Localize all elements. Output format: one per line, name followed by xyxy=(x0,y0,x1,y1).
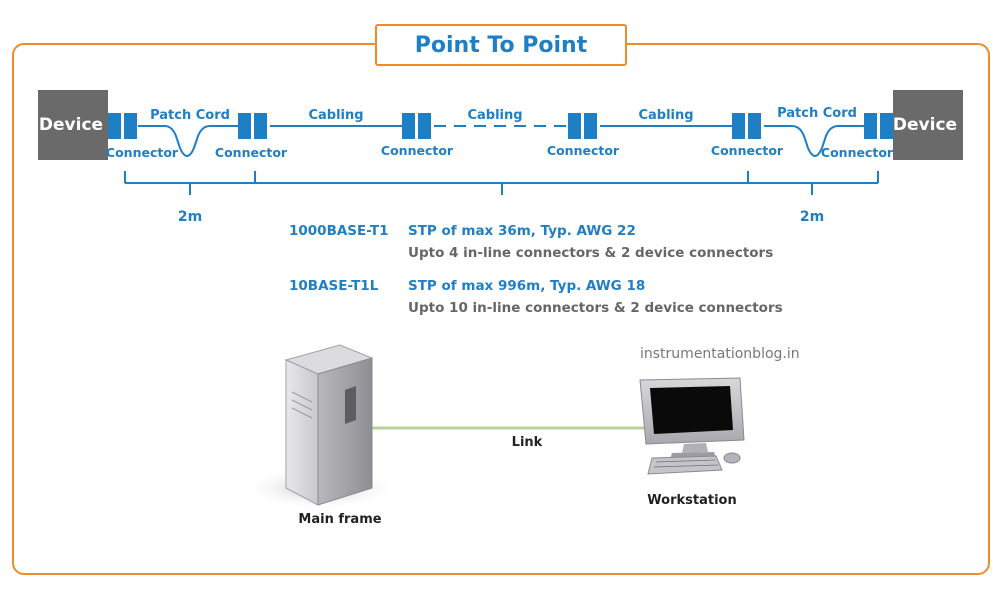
device-left xyxy=(38,90,108,160)
length-bracket xyxy=(124,171,879,195)
link-label: Link xyxy=(512,435,543,450)
cable-lines xyxy=(138,125,864,157)
connector-label-4: Connector xyxy=(547,143,620,158)
page-title: Point To Point xyxy=(375,24,627,66)
watermark: instrumentationblog.in xyxy=(640,346,800,362)
patch-cord-left-label: Patch Cord xyxy=(150,108,230,123)
cabling-label-1: Cabling xyxy=(308,108,363,123)
cabling-label-2: Cabling xyxy=(467,108,522,123)
connector-label-5: Connector xyxy=(711,143,784,158)
mainframe-icon xyxy=(242,344,398,510)
patch-cord-right-label: Patch Cord xyxy=(777,106,857,121)
spec-2-line2: Upto 10 in-line connectors & 2 device co… xyxy=(408,300,783,316)
patch-cord-right-line xyxy=(764,125,864,157)
distance-right-label: 2m xyxy=(800,209,824,225)
cabling-label-3: Cabling xyxy=(638,108,693,123)
connector-label-1: Connector xyxy=(106,145,179,160)
patch-cord-left-line xyxy=(138,125,238,157)
connector-label-3: Connector xyxy=(381,143,454,158)
workstation-label: Workstation xyxy=(647,493,736,508)
connector-label-2: Connector xyxy=(215,145,288,160)
device-right-label: Device xyxy=(893,115,957,135)
workstation-icon xyxy=(639,377,745,475)
device-right xyxy=(893,90,963,160)
spec-2-name: 10BASE-T1L xyxy=(289,278,379,294)
spec-1-line1: STP of max 36m, Typ. AWG 22 xyxy=(408,223,636,239)
spec-1-line2: Upto 4 in-line connectors & 2 device con… xyxy=(408,245,773,261)
spec-2-line1: STP of max 996m, Typ. AWG 18 xyxy=(408,278,645,294)
connector-label-6: Connector xyxy=(821,145,894,160)
device-left-label: Device xyxy=(39,115,103,135)
distance-left-label: 2m xyxy=(178,209,202,225)
spec-1-name: 1000BASE-T1 xyxy=(289,223,388,239)
mainframe-label: Main frame xyxy=(298,512,381,527)
connectors xyxy=(108,113,893,139)
